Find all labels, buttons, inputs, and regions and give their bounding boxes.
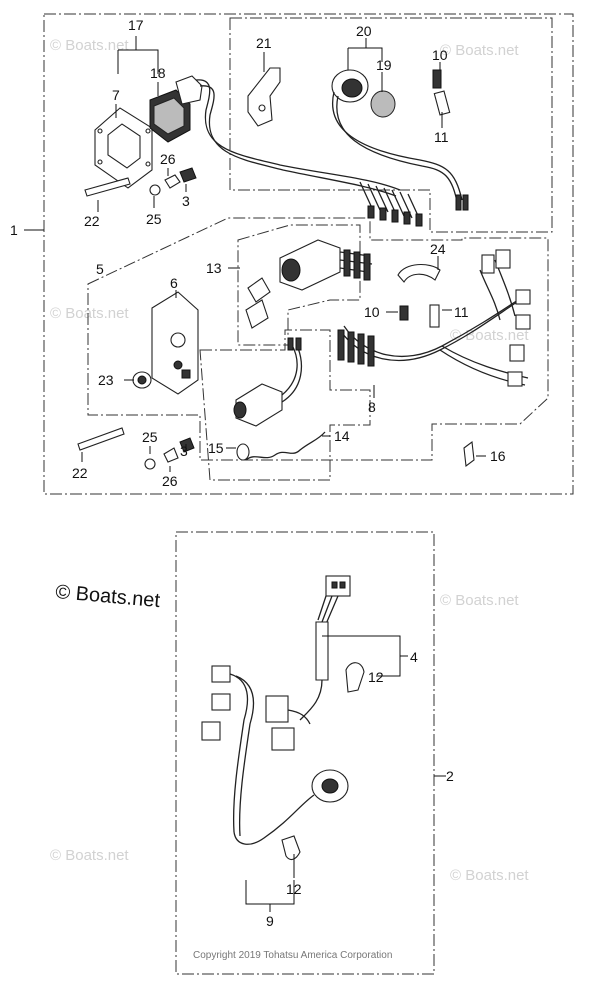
callout-12: 12 [286,881,302,897]
part-panel-6 [132,291,199,395]
top-frame [43,13,574,495]
part-fuse-10-11-top [432,69,451,116]
part-plate-7 [94,107,153,189]
frame-key-switch-group [87,217,549,461]
hardware-mid [77,264,475,470]
watermark-main: © Boats.net [55,581,162,612]
watermark: © Boats.net [50,37,129,54]
callouts-bottom: 4 12 2 12 9 [266,649,454,929]
callout-11: 11 [434,129,449,145]
callout-11: 11 [454,304,469,320]
callout-22: 22 [84,213,100,229]
watermark: © Boats.net [450,327,529,344]
part-harness-8 [337,249,531,387]
frame-gauge-group [229,17,553,233]
part-key-switch-13 [245,239,373,329]
watermark: © Boats.net [440,42,519,59]
leaders-bottom [245,635,408,912]
copyright-notice: Copyright 2019 Tohatsu America Corporati… [193,950,392,961]
callout-3: 3 [182,193,190,209]
callout-10: 10 [364,304,380,320]
callout-13: 13 [206,260,222,276]
callout-21: 21 [256,35,272,51]
part-harness-9 [201,665,349,861]
callout-15: 15 [208,440,224,456]
callout-26: 26 [162,473,178,489]
part-harness-4 [299,575,365,721]
frame-outer [43,13,574,495]
callout-14: 14 [334,428,350,444]
callouts-top: 1 17 18 7 21 20 19 10 11 26 3 25 22 24 1… [10,17,506,489]
frame-item-13 [237,224,361,346]
callout-19: 19 [376,57,392,73]
callout-20: 20 [356,23,372,39]
callout-16: 16 [490,448,506,464]
part-stop-switch-14 [233,337,326,461]
callout-10: 10 [432,47,448,63]
callout-1: 1 [10,222,18,238]
callout-8: 8 [368,399,376,415]
watermark: © Boats.net [450,867,529,884]
leaders-top [24,36,486,472]
watermark: © Boats.net [50,305,129,322]
bottom-frame [175,531,446,975]
frame-item-14 [199,329,371,481]
callout-17: 17 [128,17,144,33]
callout-6: 6 [170,275,178,291]
callout-9: 9 [266,913,274,929]
part-gauge-18 [149,75,203,143]
callout-4: 4 [410,649,418,665]
watermark: © Boats.net [50,847,129,864]
part-gauge-20 [331,69,469,211]
callout-18: 18 [150,65,166,81]
callout-23: 23 [98,372,114,388]
part-bracket-21 [247,67,281,127]
callout-26: 26 [160,151,176,167]
callout-25: 25 [146,211,162,227]
gauge-harness [195,79,423,227]
callout-2: 2 [446,768,454,784]
callout-22: 22 [72,465,88,481]
watermark: © Boats.net [440,592,519,609]
callout-3: 3 [180,443,188,459]
frame-item-2 [175,531,435,975]
callout-12: 12 [368,669,384,685]
callout-24: 24 [430,241,446,257]
callout-7: 7 [112,87,120,103]
callout-5: 5 [96,261,104,277]
hardware-top [84,167,197,197]
callout-25: 25 [142,429,158,445]
